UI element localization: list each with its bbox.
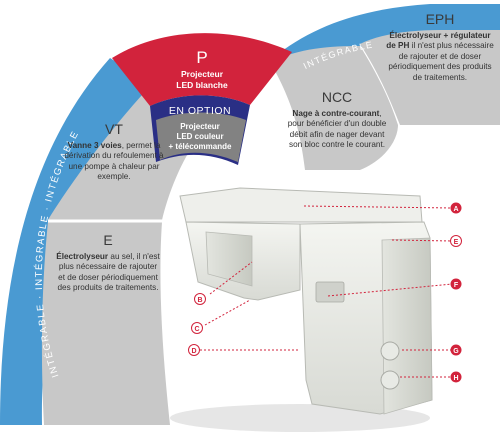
- p-line1: Projecteur: [181, 69, 224, 79]
- callout-c: C: [191, 322, 203, 334]
- vt-text: , permet la dérivation du refoulement à …: [64, 141, 164, 182]
- pool-block-illustration: [170, 187, 433, 432]
- option-line1: Projecteur: [180, 122, 220, 131]
- top-ring-band: [278, 4, 500, 78]
- eph-text: il n'est plus nécessaire de rajouter et …: [388, 41, 494, 82]
- block-left-face: [205, 231, 253, 287]
- callout-b: B: [194, 293, 206, 305]
- option-line3: + télécommande: [169, 142, 232, 151]
- svg-text:G: G: [453, 348, 459, 355]
- e-description: Électrolyseur au sel, il n'est plus néce…: [56, 252, 160, 294]
- callout-f: F: [450, 278, 462, 290]
- svg-text:A: A: [453, 206, 458, 213]
- e-block: E Électrolyseur au sel, il n'est plus né…: [56, 232, 160, 294]
- block-back-lid: [179, 187, 423, 223]
- callout-d: D: [188, 344, 200, 356]
- ncc-bold: Nage à contre-courant: [292, 109, 380, 118]
- eph-code: EPH: [425, 11, 455, 27]
- eph-description: Électrolyseur + régulateur de PH il n'es…: [384, 31, 496, 83]
- vt-description: Vanne 3 voies, permet la dérivation du r…: [64, 141, 164, 183]
- e-text: au sel, il n'est plus nécessaire de rajo…: [57, 252, 160, 293]
- ncc-code: NCC: [321, 89, 353, 105]
- e-bold: Électrolyseur: [56, 252, 109, 261]
- vt-code: VT: [105, 121, 123, 137]
- ncc-text: , pour bénéficier d'un double débit afin…: [287, 109, 387, 150]
- callout-h: H: [450, 371, 462, 383]
- left-ring-band: [0, 58, 152, 425]
- fitting-g: [380, 341, 400, 361]
- option-inner: [156, 112, 246, 162]
- vt-bold: Vanne 3 voies: [67, 141, 122, 150]
- ncc-panel: [270, 46, 398, 170]
- option-label: EN OPTION: [169, 105, 231, 117]
- svg-text:E: E: [454, 239, 459, 246]
- fitting-h: [380, 370, 400, 390]
- p-badge: [112, 33, 292, 106]
- p-code: P: [196, 48, 207, 67]
- leader-lines: [200, 205, 453, 378]
- callout-g: G: [450, 344, 462, 356]
- block-vent: [315, 281, 345, 303]
- ncc-description: Nage à contre-courant, pour bénéficier d…: [284, 109, 390, 151]
- callout-a: A: [450, 202, 462, 214]
- ncc-block: NCC Nage à contre-courant, pour bénéfici…: [284, 89, 390, 151]
- svg-text:D: D: [191, 348, 196, 355]
- svg-text:F: F: [454, 282, 459, 289]
- svg-text:H: H: [453, 375, 458, 382]
- e-code: E: [103, 232, 113, 248]
- callout-e: E: [450, 235, 462, 247]
- eph-panel: [360, 30, 500, 125]
- vt-block: VT Vanne 3 voies, permet la dérivation d…: [64, 121, 164, 183]
- p-line2: LED blanche: [176, 80, 228, 90]
- svg-text:C: C: [194, 326, 199, 333]
- option-line2: LED couleur: [176, 132, 223, 141]
- eph-block: EPH Électrolyseur + régulateur de PH il …: [384, 11, 496, 83]
- eph-bold: Électrolyseur + régulateur de PH: [386, 31, 491, 51]
- svg-text:B: B: [197, 297, 202, 304]
- e-panel: [41, 222, 171, 425]
